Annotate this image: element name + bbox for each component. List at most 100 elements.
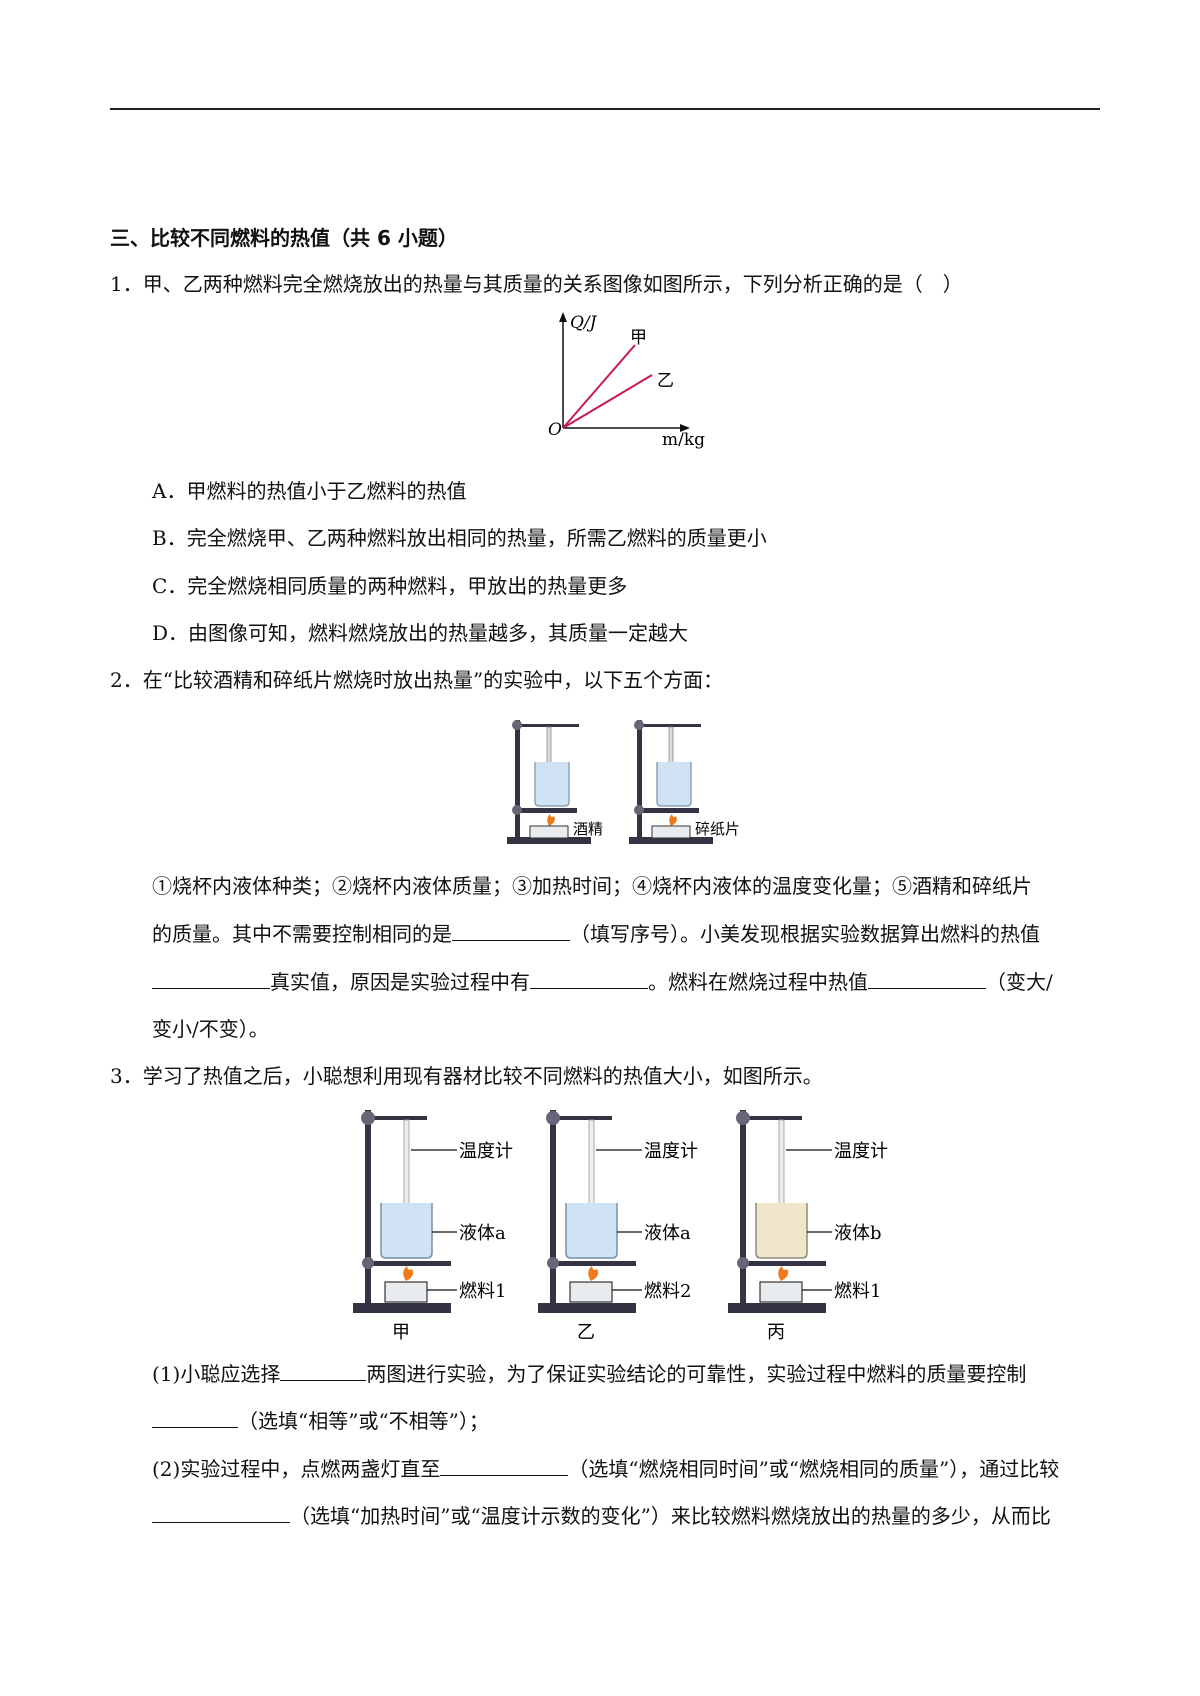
label-jia: 甲 bbox=[630, 328, 647, 348]
q2-apparatus-alcohol: 酒精 bbox=[507, 720, 603, 844]
fuel-dish bbox=[651, 825, 691, 839]
q3-setup-yi: 温度计 液体a 燃料2 乙 bbox=[538, 1110, 698, 1343]
stand-rod bbox=[637, 720, 642, 838]
iron-ring bbox=[639, 808, 699, 813]
flame-icon bbox=[547, 814, 555, 826]
flame-icon bbox=[778, 1266, 789, 1281]
iron-ring bbox=[550, 1261, 636, 1266]
q1-stem: 1．甲、乙两种燃料完全燃烧放出的热量与其质量的关系图像如图所示，下列分析正确的是… bbox=[110, 272, 963, 296]
stand-rod bbox=[550, 1110, 556, 1305]
y-axis-arrow bbox=[559, 312, 567, 322]
clamp-arm bbox=[552, 1116, 612, 1120]
beaker-liquid-a bbox=[380, 1203, 433, 1259]
q2-line2: 的质量。其中不需要控制相同的是（填写序号）。小美发现根据实验数据算出燃料的热值 bbox=[152, 922, 1040, 946]
clamp-knob bbox=[736, 1111, 750, 1125]
fuel-burner bbox=[759, 1281, 803, 1303]
x-axis-label: m/kg bbox=[662, 430, 705, 450]
y-axis-label: Q/J bbox=[570, 313, 598, 333]
q2-apparatus-paper: 碎纸片 bbox=[629, 720, 740, 844]
q2-line3: 真实值，原因是实验过程中有。燃料在燃烧过程中热值（变大/ bbox=[152, 966, 1053, 995]
answer-blank-4[interactable] bbox=[868, 970, 986, 989]
q1-option-d: D．由图像可知，燃料燃烧放出的热量越多，其质量一定越大 bbox=[152, 621, 689, 645]
stand-rod bbox=[515, 720, 520, 838]
q3-part1-line2: （选填“相等”或“不相等”）； bbox=[152, 1405, 489, 1434]
fuel-dish bbox=[529, 825, 569, 839]
beaker bbox=[656, 762, 692, 807]
x-axis-arrow bbox=[680, 424, 690, 432]
label-thermometer: 温度计 bbox=[459, 1141, 513, 1162]
clamp-arm bbox=[367, 1116, 427, 1120]
clamp-arm bbox=[742, 1116, 802, 1120]
label-thermometer: 温度计 bbox=[644, 1141, 698, 1162]
clamp-arm bbox=[517, 724, 579, 727]
label-liquid: 液体b bbox=[834, 1223, 882, 1244]
origin-label: O bbox=[548, 420, 562, 440]
beaker-liquid-a bbox=[565, 1203, 618, 1259]
q3-part2-line2: （选填“加热时间”或“温度计示数的变化”）来比较燃料燃烧放出的热量的多少，从而比 bbox=[152, 1500, 1051, 1529]
flame-icon bbox=[403, 1266, 414, 1281]
q3-part2-line1: (2)实验过程中，点燃两盏灯直至（选填“燃烧相同时间”或“燃烧相同的质量”），通… bbox=[152, 1457, 1060, 1481]
iron-ring bbox=[365, 1261, 451, 1266]
stand-base bbox=[728, 1303, 826, 1313]
line-jia bbox=[562, 344, 636, 429]
q1-option-a: A．甲燃料的热值小于乙燃料的热值 bbox=[152, 479, 467, 503]
q3-setup-jia: 温度计 液体a 燃料1 甲 bbox=[353, 1110, 513, 1343]
answer-blank-1[interactable] bbox=[452, 922, 570, 941]
label-alcohol: 酒精 bbox=[573, 820, 603, 838]
fuel-burner bbox=[569, 1281, 613, 1303]
q3-figure: 温度计 液体a 燃料1 甲 温度计 液体a 燃料2 乙 bbox=[353, 1110, 888, 1343]
answer-blank-2[interactable] bbox=[152, 970, 270, 989]
clamp-knob bbox=[512, 720, 522, 730]
section-title: 三、比较不同燃料的热值（共 6 小题） bbox=[110, 226, 458, 250]
clamp-knob bbox=[361, 1111, 375, 1125]
answer-blank-6[interactable] bbox=[152, 1409, 238, 1428]
stand-base bbox=[353, 1303, 451, 1313]
q3-part1-line1: (1)小聪应选择两图进行实验，为了保证实验结论的可靠性，实验过程中燃料的质量要控… bbox=[152, 1362, 1027, 1386]
label-fuel: 燃料1 bbox=[459, 1281, 506, 1302]
answer-blank-5[interactable] bbox=[280, 1362, 367, 1381]
answer-blank-8[interactable] bbox=[152, 1504, 290, 1523]
clamp-knob bbox=[634, 720, 644, 730]
q2-stem: 2．在“比较酒精和碎纸片燃烧时放出热量”的实验中，以下五个方面： bbox=[110, 668, 724, 692]
q3-stem: 3．学习了热值之后，小聪想利用现有器材比较不同燃料的热值大小，如图所示。 bbox=[110, 1064, 823, 1088]
clamp-arm bbox=[639, 724, 701, 727]
q3-setup-bing: 温度计 液体b 燃料1 丙 bbox=[728, 1110, 888, 1343]
fuel-burner bbox=[384, 1281, 428, 1303]
ring-knob bbox=[737, 1257, 749, 1269]
answer-blank-7[interactable] bbox=[440, 1457, 569, 1476]
flame-icon bbox=[588, 1266, 599, 1281]
beaker bbox=[534, 762, 570, 807]
label-liquid: 液体a bbox=[459, 1223, 506, 1244]
label-fuel: 燃料2 bbox=[644, 1281, 691, 1302]
label-liquid: 液体a bbox=[644, 1223, 691, 1244]
ring-knob bbox=[634, 805, 644, 815]
ring-knob bbox=[362, 1257, 374, 1269]
label-fuel: 燃料1 bbox=[834, 1281, 881, 1302]
q1-option-c: C．完全燃烧相同质量的两种燃料，甲放出的热量更多 bbox=[152, 574, 628, 598]
caption-yi: 乙 bbox=[577, 1322, 595, 1343]
label-thermometer: 温度计 bbox=[834, 1141, 888, 1162]
label-yi: 乙 bbox=[657, 371, 674, 391]
caption-jia: 甲 bbox=[392, 1322, 410, 1343]
clamp-knob bbox=[546, 1111, 560, 1125]
label-paper: 碎纸片 bbox=[695, 820, 740, 838]
ring-knob bbox=[512, 805, 522, 815]
q2-line4: 变小/不变）。 bbox=[152, 1017, 269, 1041]
q1-graph: Q/J 甲 乙 O m/kg bbox=[548, 312, 705, 450]
q1-option-b: B．完全燃烧甲、乙两种燃料放出相同的热量，所需乙燃料的质量更小 bbox=[152, 526, 767, 550]
q2-line1: ①烧杯内液体种类；②烧杯内液体质量；③加热时间；④烧杯内液体的温度变化量；⑤酒精… bbox=[152, 874, 1032, 898]
q2-figure: 酒精 碎纸片 bbox=[507, 720, 740, 844]
header-rule bbox=[110, 108, 1100, 110]
stand-base bbox=[507, 837, 591, 844]
ring-knob bbox=[547, 1257, 559, 1269]
stand-rod bbox=[740, 1110, 746, 1305]
caption-bing: 丙 bbox=[767, 1322, 785, 1343]
stand-rod bbox=[365, 1110, 371, 1305]
iron-ring bbox=[517, 808, 577, 813]
line-yi bbox=[562, 374, 653, 429]
iron-ring bbox=[740, 1261, 826, 1266]
beaker-liquid-b bbox=[755, 1203, 808, 1259]
answer-blank-3[interactable] bbox=[530, 970, 648, 989]
stand-base bbox=[629, 837, 713, 844]
stand-base bbox=[538, 1303, 636, 1313]
